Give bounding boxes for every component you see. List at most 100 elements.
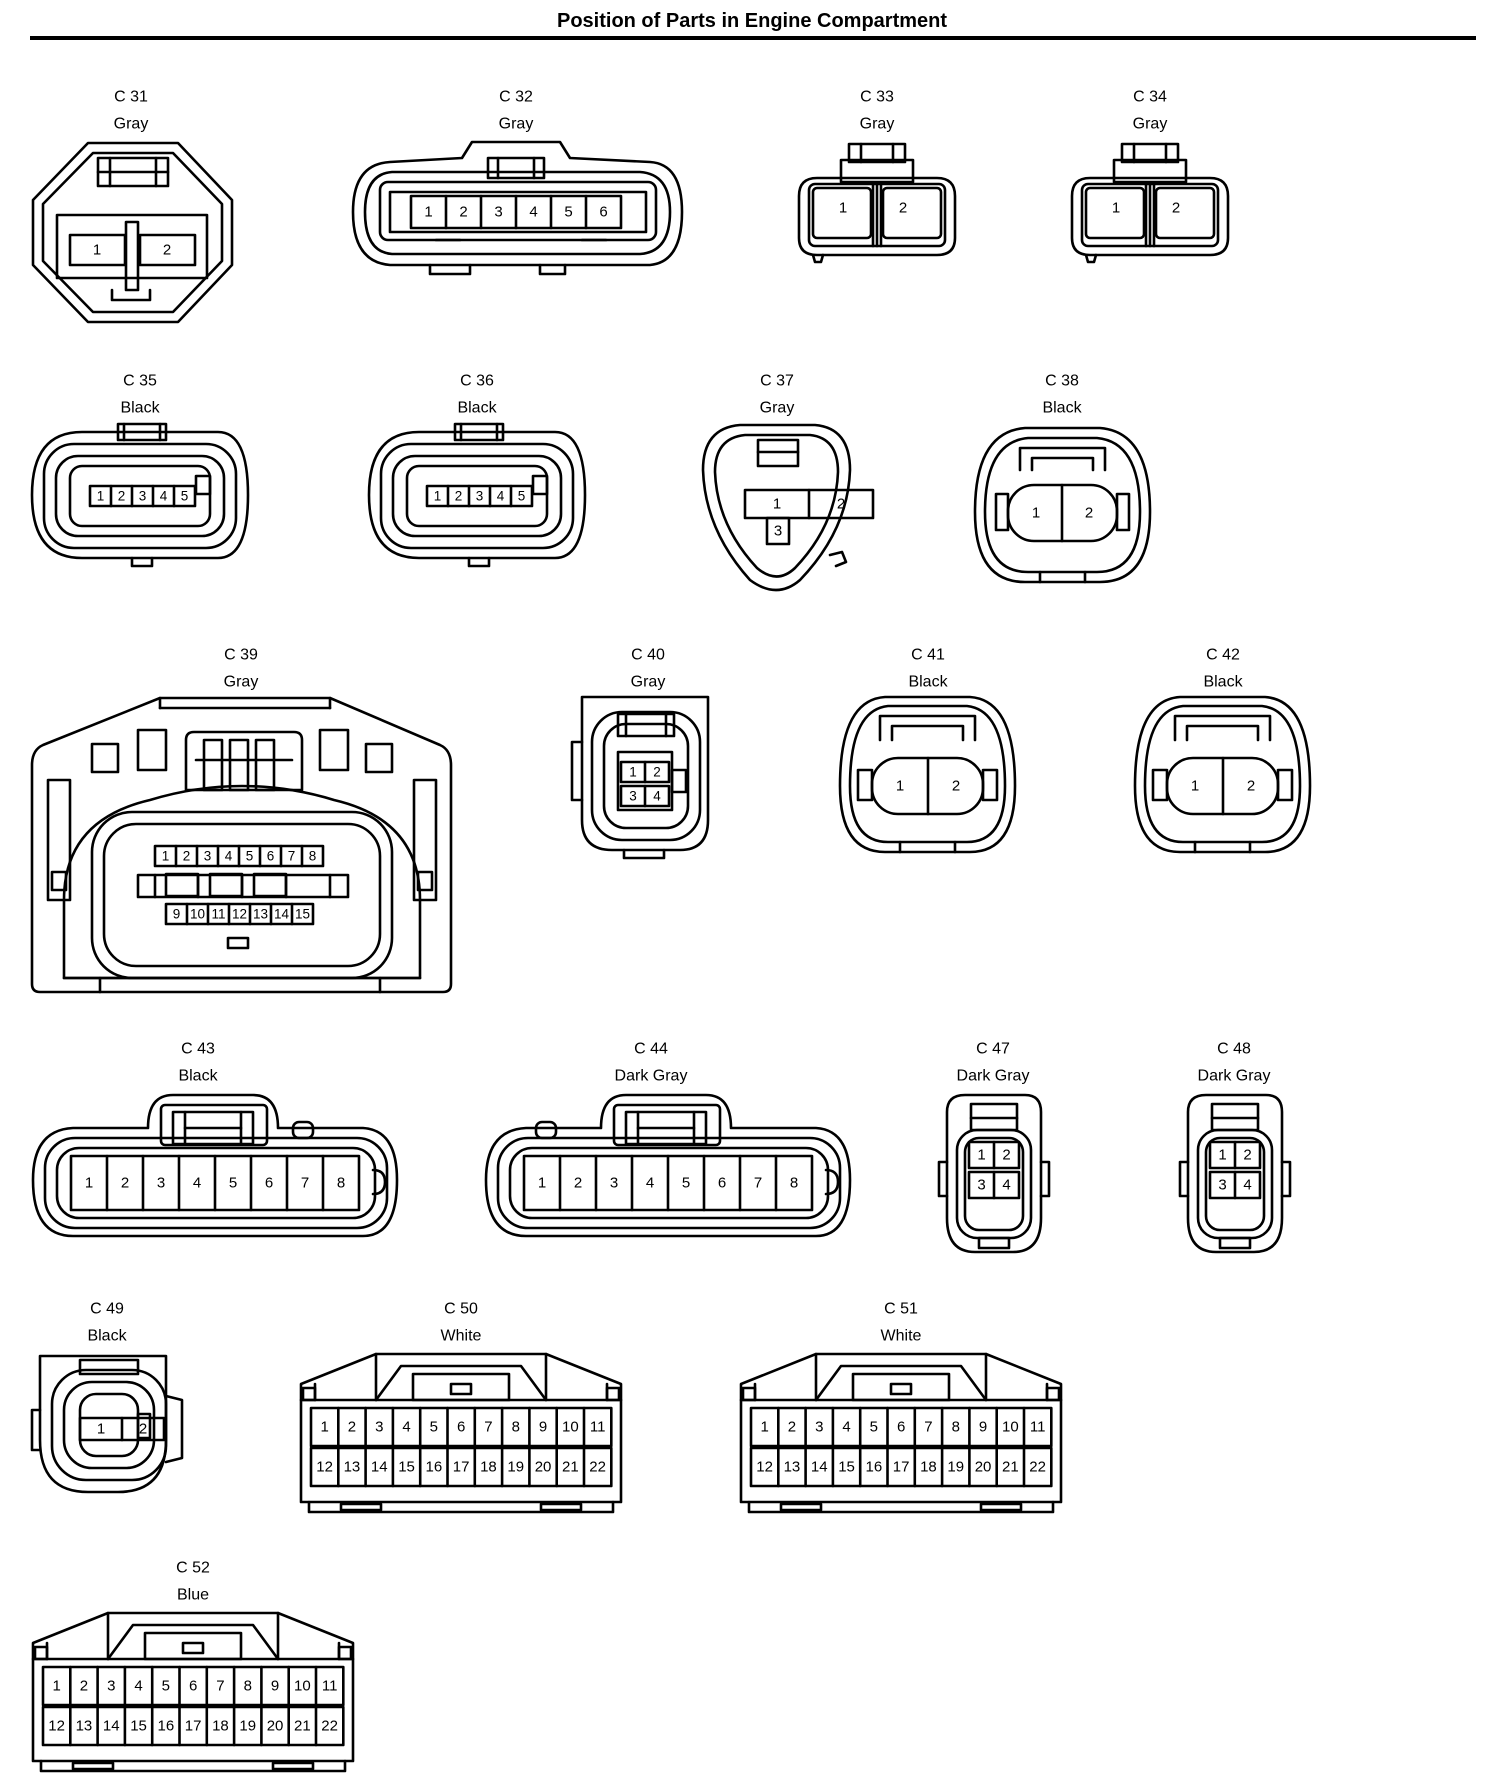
pin-label: 11 (590, 1419, 606, 1436)
pin-label: 17 (185, 1718, 202, 1735)
connector-color-label: Dark Gray (957, 1068, 1030, 1085)
connector-outline (374, 1364, 548, 1402)
connector-id-label: C 49 (90, 1301, 124, 1318)
connector-outline (88, 484, 197, 508)
pin-label: 8 (952, 1419, 960, 1436)
connector-outline (945, 1093, 1043, 1254)
connector-outline (31, 141, 234, 324)
connector-color-label: Gray (760, 400, 795, 417)
connector-outline (364, 742, 394, 774)
connector-outline (856, 768, 874, 802)
pin-label: 2 (952, 778, 960, 795)
pin-label: 18 (920, 1459, 937, 1476)
connector-outline (741, 1386, 757, 1402)
connector-outline (605, 1386, 621, 1402)
connector-outline (136, 728, 168, 772)
connector-outline (749, 1406, 1053, 1448)
pin-label: 21 (1002, 1459, 1019, 1476)
connector-outline (979, 1502, 1023, 1512)
connector-outline (797, 176, 957, 257)
connector-id-label: C 43 (181, 1041, 215, 1058)
connector-outline (228, 738, 250, 792)
pin-label: 1 (97, 489, 105, 504)
connector-outline (30, 1408, 42, 1452)
connector-outline (39, 1759, 347, 1773)
connector-outline (616, 712, 676, 738)
connector-outline (1185, 724, 1260, 742)
pin-label: 1 (93, 242, 101, 259)
connector-outline (71, 1761, 115, 1771)
connector-outline (814, 1364, 988, 1402)
connector-color-label: Dark Gray (1198, 1068, 1271, 1085)
pin-label: 14 (274, 907, 290, 922)
pin-label: 9 (539, 1419, 547, 1436)
pin-label: 3 (610, 1175, 618, 1192)
connector-color-label: Black (178, 1068, 218, 1085)
connector-outline (983, 436, 1142, 574)
connector-outline (889, 1382, 913, 1396)
connector-outline (531, 474, 549, 496)
connector-id-label: C 33 (860, 89, 894, 106)
pin-label: 19 (239, 1718, 256, 1735)
pin-label: 1 (1218, 1147, 1226, 1164)
connector-outline (538, 263, 567, 276)
connector-color-label: Black (1042, 400, 1082, 417)
connector-outline (208, 872, 244, 898)
pin-label: 1 (97, 1421, 105, 1438)
pin-label: 13 (253, 907, 268, 922)
pin-label: 2 (1247, 778, 1255, 795)
connector-outline (1280, 1160, 1292, 1198)
connector-outline (110, 288, 152, 302)
connector-outline (1143, 704, 1302, 844)
connector-outline (194, 474, 212, 496)
connector-outline (977, 1236, 1011, 1250)
connector-outline (890, 724, 965, 742)
connector-outline (811, 186, 873, 240)
pin-label: 21 (562, 1459, 579, 1476)
connector-outline (616, 750, 674, 812)
pin-label: 3 (774, 523, 782, 540)
connector-outline (839, 158, 915, 184)
pin-label: 13 (76, 1718, 93, 1735)
pin-label: 8 (337, 1175, 345, 1192)
pin-label: 15 (295, 907, 310, 922)
connector-outline (1112, 158, 1188, 184)
connector-outline (124, 220, 140, 292)
pin-label: 6 (897, 1419, 905, 1436)
connector-outline (508, 1146, 830, 1220)
connector-outline (484, 1093, 852, 1238)
connector-outline (90, 742, 120, 774)
pin-label: 1 (1191, 778, 1199, 795)
pin-label: 6 (189, 1678, 197, 1695)
connector-outline (68, 464, 212, 528)
connector-color-label: Black (87, 1328, 127, 1345)
pin-label: 8 (244, 1678, 252, 1695)
pin-label: 1 (52, 1678, 60, 1695)
connector-color-label: Gray (224, 674, 259, 691)
connector-color-label: Gray (499, 116, 534, 133)
pin-label: 6 (457, 1419, 465, 1436)
connector-outline (1151, 768, 1169, 802)
pin-label: 8 (790, 1175, 798, 1192)
connector-outline (30, 696, 453, 994)
pin-label: 22 (589, 1459, 606, 1476)
connector-id-label: C 52 (176, 1560, 210, 1577)
connector-color-label: Black (908, 674, 948, 691)
connector-outline (539, 1502, 583, 1512)
pin-label: 6 (265, 1175, 273, 1192)
pin-label: 15 (398, 1459, 415, 1476)
connector-outline (453, 422, 505, 442)
pin-label: 1 (434, 489, 442, 504)
pin-label: 17 (453, 1459, 470, 1476)
connector-outline (1133, 695, 1312, 854)
connector-color-label: Gray (631, 674, 666, 691)
pin-label: 3 (139, 489, 147, 504)
pin-label: 1 (162, 849, 170, 864)
connector-outline (779, 1502, 823, 1512)
connector-color-label: White (881, 1328, 922, 1345)
title-rule (30, 36, 1476, 40)
